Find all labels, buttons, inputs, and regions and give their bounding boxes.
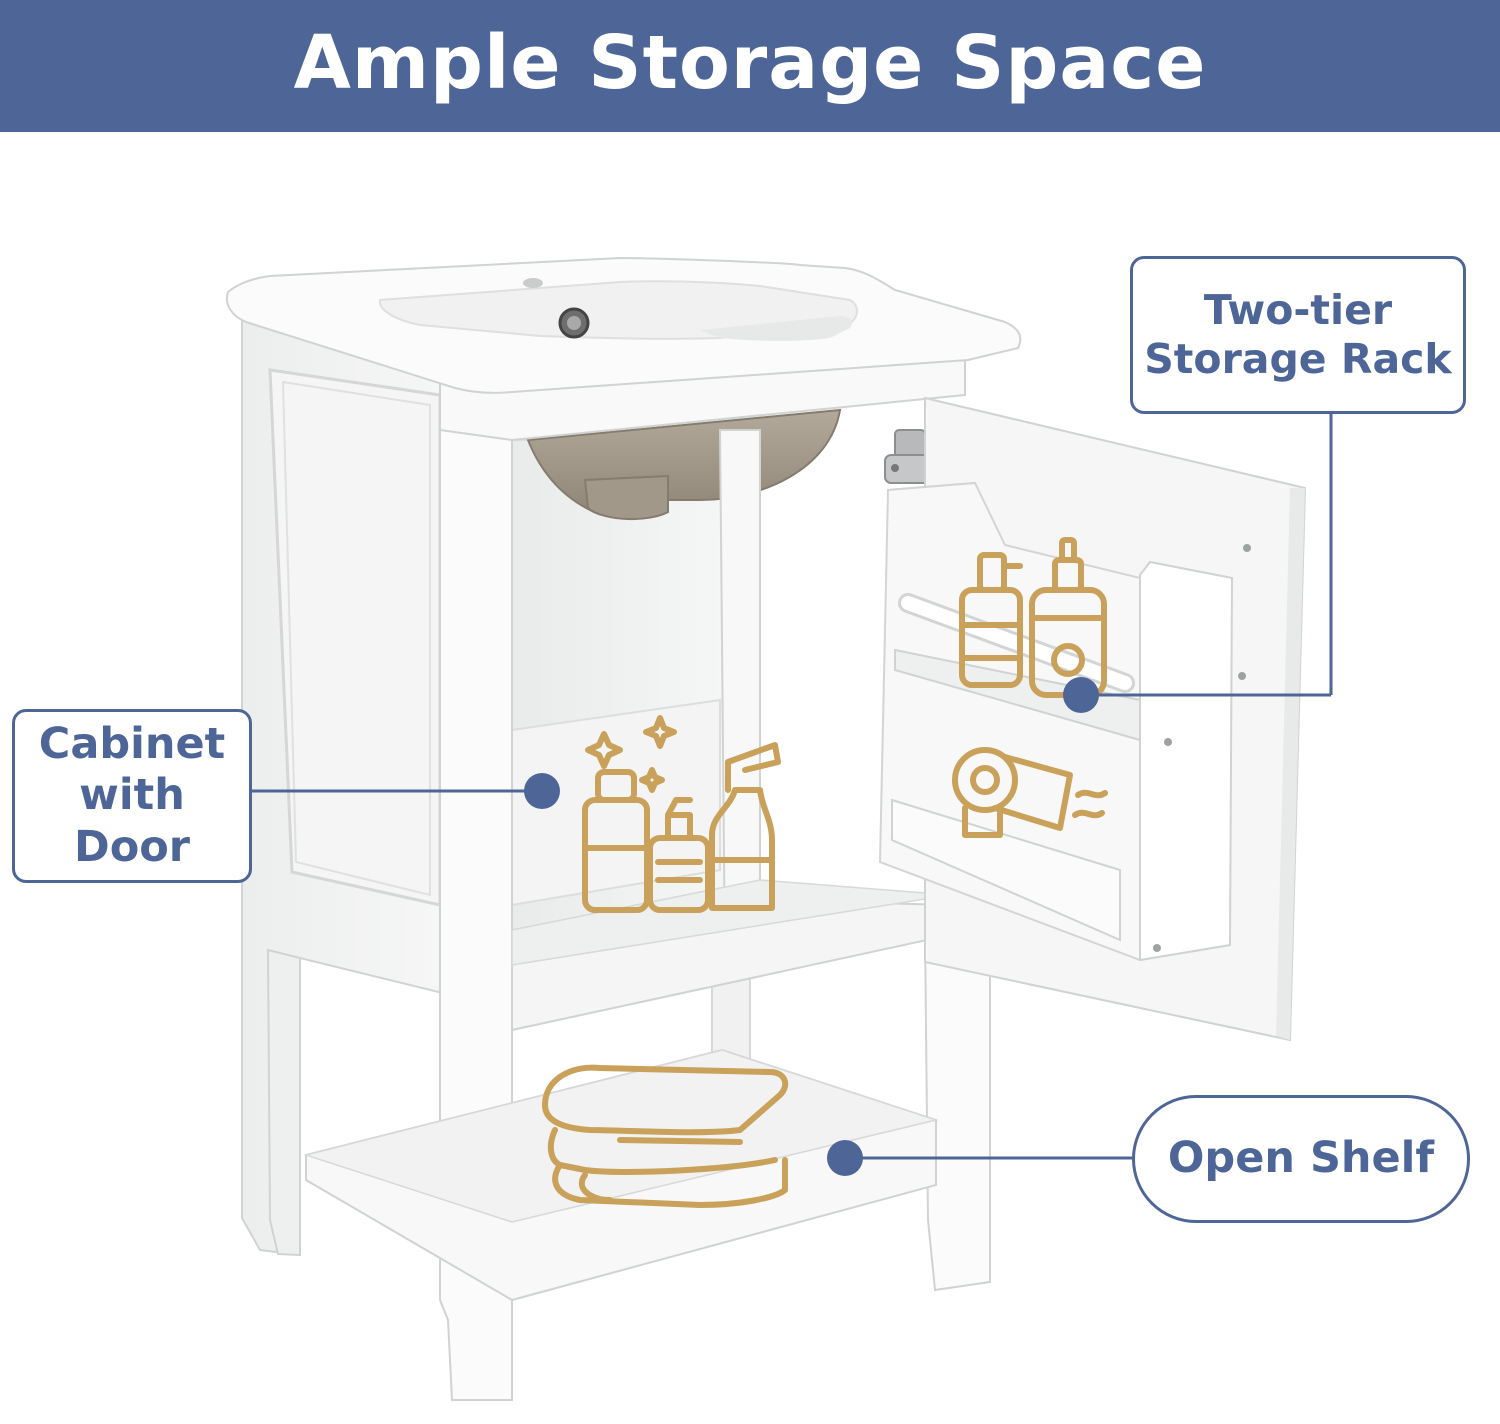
banner-title: Ample Storage Space (293, 20, 1207, 106)
callout-rack-line1: Two-tier (1203, 285, 1393, 334)
callout-shelf-label: Open Shelf (1167, 1133, 1435, 1184)
cleaning-supplies-icon (582, 715, 781, 913)
callout-cabinet-line1: Cabinet (38, 718, 226, 769)
hair-dryer-icon (952, 747, 1108, 838)
folded-towels-icon (542, 1064, 789, 1208)
cabinet-door (878, 396, 1307, 1042)
shelf-marker-dot (827, 1140, 863, 1176)
callout-cabinet-with-door: Cabinet with Door (12, 709, 252, 883)
callout-two-tier-rack: Two-tier Storage Rack (1130, 256, 1466, 414)
cabinet-marker-dot (524, 773, 560, 809)
callout-open-shelf: Open Shelf (1132, 1095, 1470, 1223)
title-banner: Ample Storage Space (0, 0, 1500, 132)
sink-top (226, 256, 1022, 394)
rack-marker-dot (1063, 677, 1099, 713)
callout-connectors (252, 414, 1333, 1160)
callout-cabinet-line2: with Door (74, 770, 190, 872)
callout-rack-line2: Storage Rack (1144, 335, 1452, 383)
